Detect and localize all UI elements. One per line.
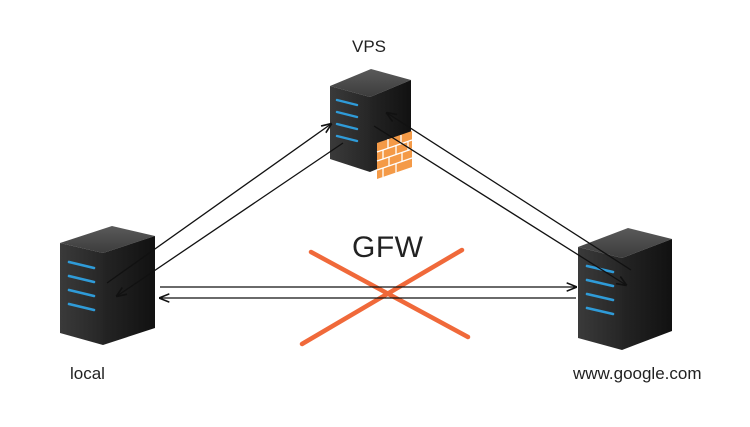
local-drive-leds xyxy=(67,260,96,312)
arrow-vps-to-google xyxy=(373,125,626,285)
local-label: local xyxy=(70,364,105,383)
local-server-icon xyxy=(60,226,155,345)
gfw-label: GFW xyxy=(352,231,424,264)
arrow-google-to-vps xyxy=(387,113,632,271)
arrow-local-to-vps xyxy=(106,124,331,284)
connection-arrows xyxy=(106,113,632,298)
vps-label: VPS xyxy=(352,37,387,56)
gfw-cross-icon xyxy=(299,247,471,347)
google-label: www.google.com xyxy=(573,364,702,383)
vps-drive-leds xyxy=(335,98,359,143)
arrow-vps-to-local xyxy=(117,142,344,296)
firewall-brick-icon xyxy=(376,131,413,179)
google-server-icon xyxy=(578,228,672,350)
